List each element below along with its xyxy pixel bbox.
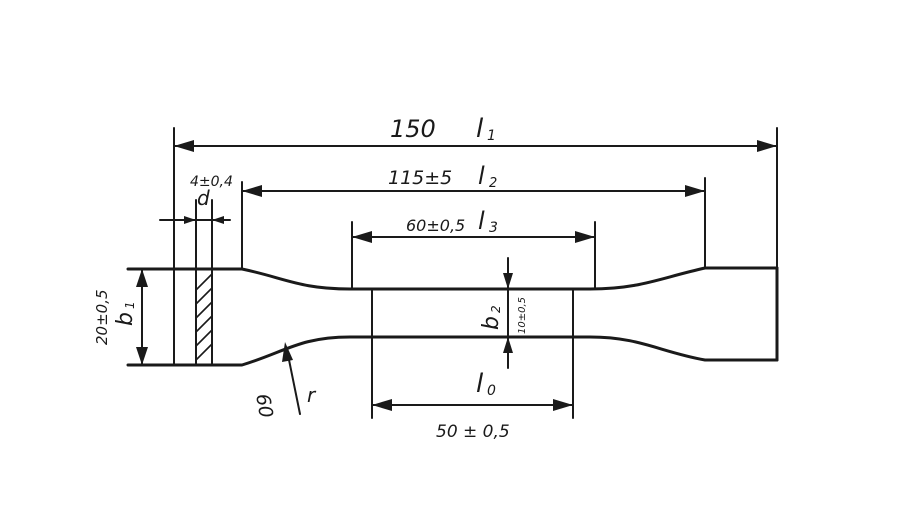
label-radius-value: 60 xyxy=(251,392,277,420)
dim-b2-arrow-bottom xyxy=(503,337,513,353)
label-l0: l xyxy=(476,369,484,399)
dim-b1-arrow-bottom xyxy=(136,347,148,365)
label-gauge-length: 50 ± 0,5 xyxy=(436,422,510,442)
label-l2: l xyxy=(478,162,485,190)
label-narrow-width: 10±0,5 xyxy=(517,297,528,334)
label-r: r xyxy=(307,383,317,407)
label-l3: l xyxy=(478,207,485,235)
dim-115-arrow-right xyxy=(685,185,705,197)
dim-150-arrow-right xyxy=(757,140,777,152)
dim-50-arrow-right xyxy=(553,399,573,411)
specimen-outline-bottom xyxy=(126,335,779,367)
thickness-arrow-right xyxy=(212,216,224,224)
label-grip-width: 20±0,5 xyxy=(93,289,111,345)
dim-50-arrow-left xyxy=(372,399,392,411)
label-narrow-length: 60±0,5 xyxy=(406,216,465,235)
dim-115-arrow-left xyxy=(242,185,262,197)
label-l1: l xyxy=(476,114,484,144)
label-b2: b xyxy=(479,316,504,330)
thickness-section xyxy=(195,268,213,366)
thickness-arrow-left xyxy=(184,216,196,224)
label-thickness: 4±0,4 xyxy=(190,174,233,190)
dim-60-arrow-left xyxy=(352,231,372,243)
label-b1: b xyxy=(113,312,138,326)
label-l0-sub: 0 xyxy=(487,383,496,399)
label-total-length: 150 xyxy=(390,115,436,143)
label-b2-sub: 2 xyxy=(489,305,503,313)
radius-arrow xyxy=(282,342,293,362)
dim-150-arrow-left xyxy=(174,140,194,152)
specimen-outline-top xyxy=(126,266,779,291)
section-hatching xyxy=(195,273,213,361)
dim-b1-arrow-top xyxy=(136,269,148,287)
label-l3-sub: 3 xyxy=(489,220,498,236)
dim-60-arrow-right xyxy=(575,231,595,243)
label-l1-sub: 1 xyxy=(487,128,496,144)
label-b1-sub: 1 xyxy=(123,301,137,309)
dim-b2-arrow-top xyxy=(503,273,513,289)
label-l2-sub: 2 xyxy=(489,176,497,191)
label-grip-gap: 115±5 xyxy=(388,167,452,189)
label-d: d xyxy=(197,186,210,210)
